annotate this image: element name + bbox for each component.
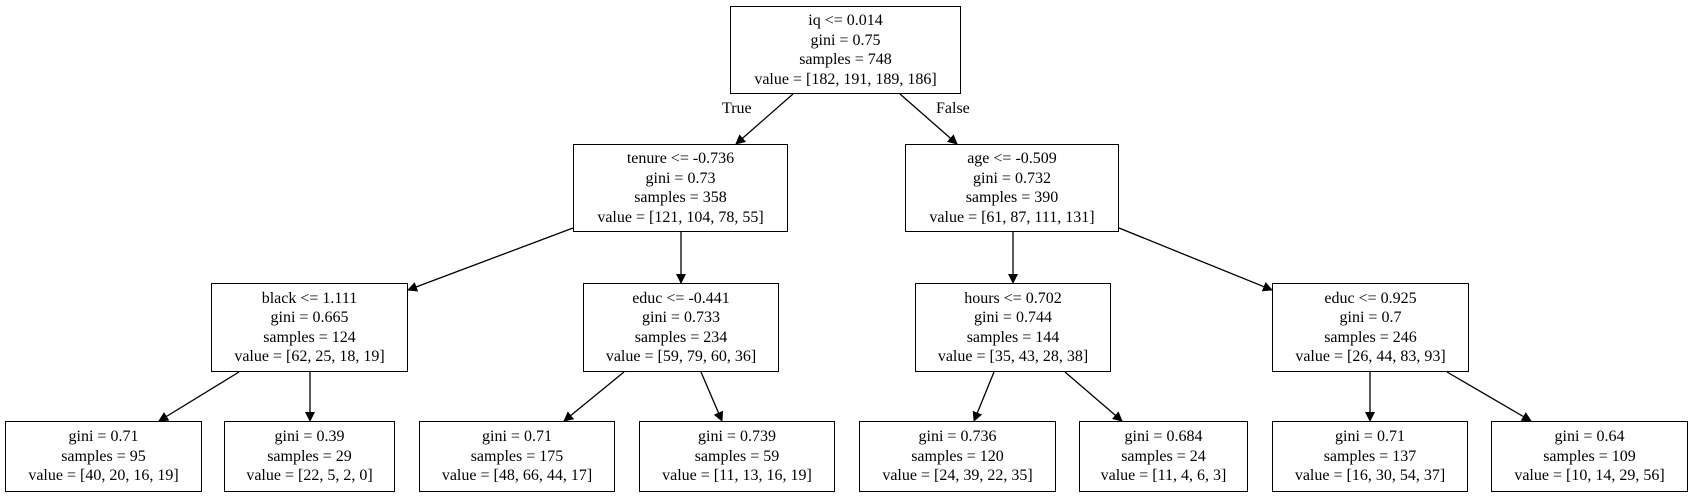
tree-node-ll: black <= 1.111 gini = 0.665 samples = 124 v…	[211, 283, 408, 372]
node-line: samples = 120	[911, 447, 1004, 465]
node-line: value = [24, 39, 22, 35]	[882, 467, 1033, 485]
node-line: value = [182, 191, 189, 186]	[754, 70, 937, 88]
edge-lr-lrr	[700, 371, 724, 422]
node-line: gini = 0.39	[274, 428, 345, 446]
node-line: value = [26, 44, 83, 93]	[1295, 348, 1446, 365]
node-line: samples = 24	[1121, 447, 1206, 465]
node-line: samples = 144	[966, 328, 1060, 346]
node-line: iq <= 0.014	[808, 12, 883, 29]
tree-node-lr: educ <= -0.441 gini = 0.733 samples = 234 v…	[583, 283, 779, 372]
node-line: value = [11, 4, 6, 3]	[1100, 467, 1227, 485]
node-line: value = [10, 14, 29, 56]	[1514, 467, 1665, 485]
node-line: samples = 59	[694, 447, 780, 465]
node-line: samples = 234	[634, 328, 728, 346]
node-line: value = [40, 20, 16, 19]	[28, 467, 179, 485]
node-line: value = [62, 25, 18, 19]	[234, 348, 385, 365]
edge-r-rr	[1118, 227, 1273, 292]
edge-lr-lrl	[563, 371, 625, 422]
node-line: gini = 0.73	[645, 169, 716, 187]
node-line: gini = 0.684	[1124, 428, 1203, 446]
edge-root-r	[899, 93, 958, 145]
node-line: gini = 0.744	[974, 309, 1052, 326]
node-line: educ <= 0.925	[1324, 289, 1417, 307]
edge-rr-rrr	[1446, 371, 1532, 422]
node-line: gini = 0.733	[642, 309, 720, 326]
edge-l-ll	[407, 227, 574, 292]
edge-ll-lll	[158, 371, 240, 422]
node-line: value = [11, 13, 16, 19]	[662, 467, 812, 485]
node-line: value = [22, 5, 2, 0]	[246, 467, 373, 485]
node-line: samples = 137	[1323, 447, 1417, 465]
node-line: gini = 0.732	[973, 169, 1051, 187]
node-line: gini = 0.71	[482, 428, 552, 446]
edge-rl-rlr	[1064, 371, 1123, 422]
node-line: samples = 175	[470, 447, 564, 465]
node-line: samples = 748	[799, 51, 892, 68]
node-line: samples = 246	[1324, 328, 1417, 346]
node-line: gini = 0.71	[68, 428, 139, 446]
node-line: value = [16, 30, 54, 37]	[1294, 467, 1446, 485]
tree-node-rl: hours <= 0.702 gini = 0.744 samples = 144 v…	[915, 283, 1111, 372]
node-line: gini = 0.64	[1554, 428, 1625, 446]
node-line: value = [61, 87, 111, 131]	[929, 208, 1095, 226]
tree-node-rr: educ <= 0.925 gini = 0.7 samples = 246 valu…	[1272, 283, 1469, 372]
node-line: value = [59, 79, 60, 36]	[605, 348, 757, 365]
node-line: gini = 0.739	[698, 428, 776, 446]
node-line: samples = 109	[1543, 447, 1636, 465]
node-line: samples = 95	[61, 447, 146, 465]
node-line: gini = 0.75	[810, 31, 881, 49]
node-line: value = [35, 43, 28, 38]	[937, 348, 1089, 365]
edge-root-l	[735, 93, 794, 145]
false-edge-label: False	[936, 100, 970, 117]
node-line: gini = 0.71	[1335, 428, 1405, 446]
node-line: value = [121, 104, 78, 55]	[597, 208, 764, 226]
node-line: black <= 1.111	[261, 289, 358, 307]
node-line: gini = 0.736	[918, 428, 997, 446]
edge-rl-rll	[972, 371, 995, 422]
tree-node-l: tenure <= -0.736 gini = 0.73 samples = 358…	[573, 144, 788, 232]
node-line: value = [48, 66, 44, 17]	[441, 467, 593, 485]
tree-node-r: age <= -0.509 gini = 0.732 samples = 390 va…	[905, 144, 1119, 232]
true-edge-label: True	[722, 100, 752, 117]
node-line: samples = 358	[634, 189, 727, 206]
node-line: samples = 124	[263, 328, 356, 346]
node-line: samples = 29	[267, 447, 352, 465]
node-line: samples = 390	[965, 189, 1059, 206]
node-line: gini = 0.665	[270, 309, 349, 326]
node-line: age <= -0.509	[967, 150, 1057, 167]
node-line: hours <= 0.702	[964, 289, 1062, 307]
node-line: educ <= -0.441	[632, 289, 730, 307]
node-line: tenure <= -0.736	[626, 150, 735, 167]
node-line: gini = 0.7	[1339, 309, 1402, 326]
tree-node-root: iq <= 0.014 gini = 0.75 samples = 748 value…	[730, 6, 961, 94]
